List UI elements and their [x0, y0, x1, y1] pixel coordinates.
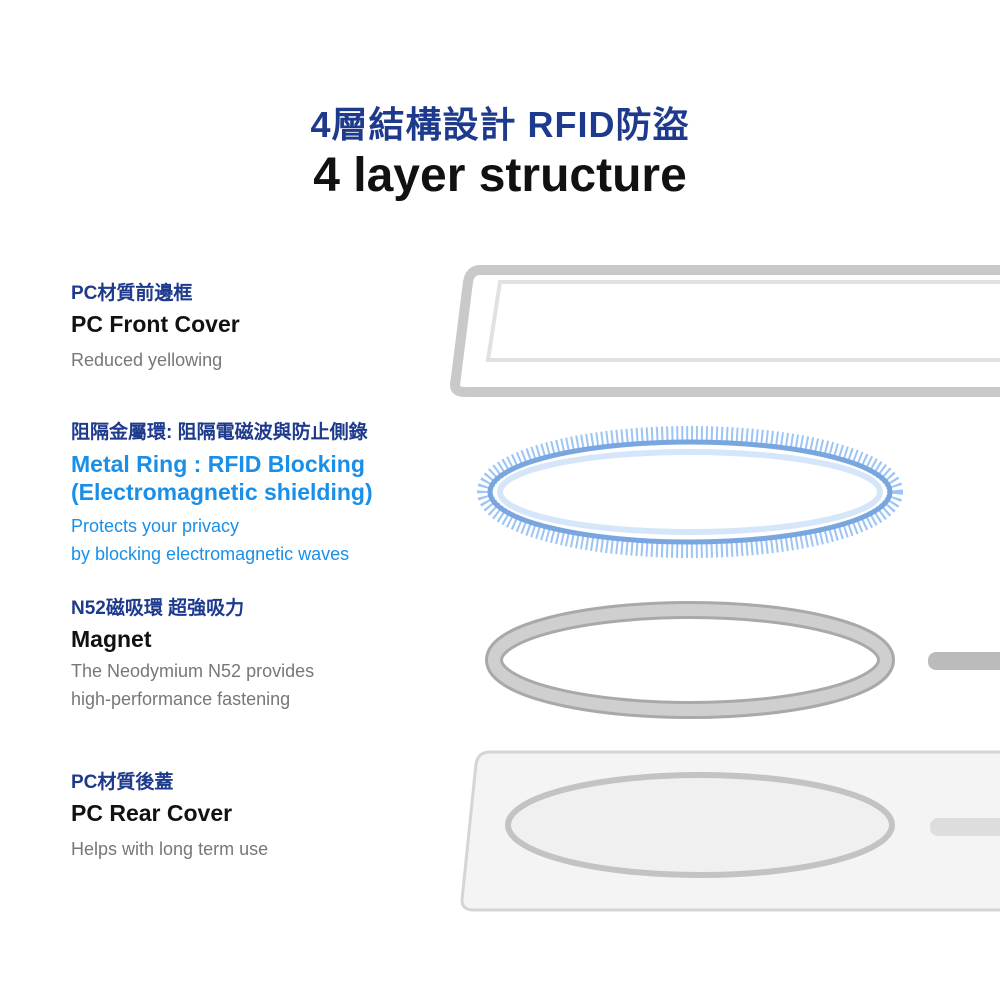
layer-en: PC Front Cover [71, 311, 240, 337]
metal-ring-illustration [477, 426, 903, 558]
rear-cover-illustration [460, 750, 1000, 912]
layer-zh: N52磁吸環 超強吸力 [71, 598, 245, 619]
layer-metal-ring: 阻隔金屬環: 阻隔電磁波與防止側錄 Metal Ring : RFID Bloc… [71, 417, 373, 568]
magnet-ring-illustration [485, 601, 1000, 719]
title-chinese: 4層結構設計 RFID防盜 [310, 104, 690, 145]
title-english: 4 layer structure [313, 149, 687, 202]
layer-zh: PC材質後蓋 [71, 772, 174, 793]
layer-desc-2: high-performance fastening [71, 689, 291, 709]
layer-desc: Protects your privacy [71, 516, 240, 536]
layer-en: Magnet [71, 626, 152, 652]
layer-en: PC Rear Cover [71, 800, 233, 826]
layer-desc: Helps with long term use [71, 839, 269, 859]
layer-desc: The Neodymium N52 provides [71, 661, 315, 681]
layer-magnet: N52磁吸環 超強吸力 Magnet The Neodymium N52 pro… [71, 593, 314, 713]
layer-en-2: (Electromagnetic shielding) [71, 479, 373, 505]
layer-desc-2: by blocking electromagnetic waves [71, 544, 350, 564]
layer-desc: Reduced yellowing [71, 350, 223, 370]
layer-front-cover: PC材質前邊框 PC Front Cover Reduced yellowing [71, 278, 240, 374]
layer-rear-cover: PC材質後蓋 PC Rear Cover Helps with long ter… [71, 767, 268, 863]
layer-zh: 阻隔金屬環: 阻隔電磁波與防止側錄 [71, 422, 368, 443]
front-cover-illustration [449, 265, 1000, 397]
layer-en: Metal Ring : RFID Blocking [71, 451, 365, 477]
layer-zh: PC材質前邊框 [71, 283, 193, 304]
